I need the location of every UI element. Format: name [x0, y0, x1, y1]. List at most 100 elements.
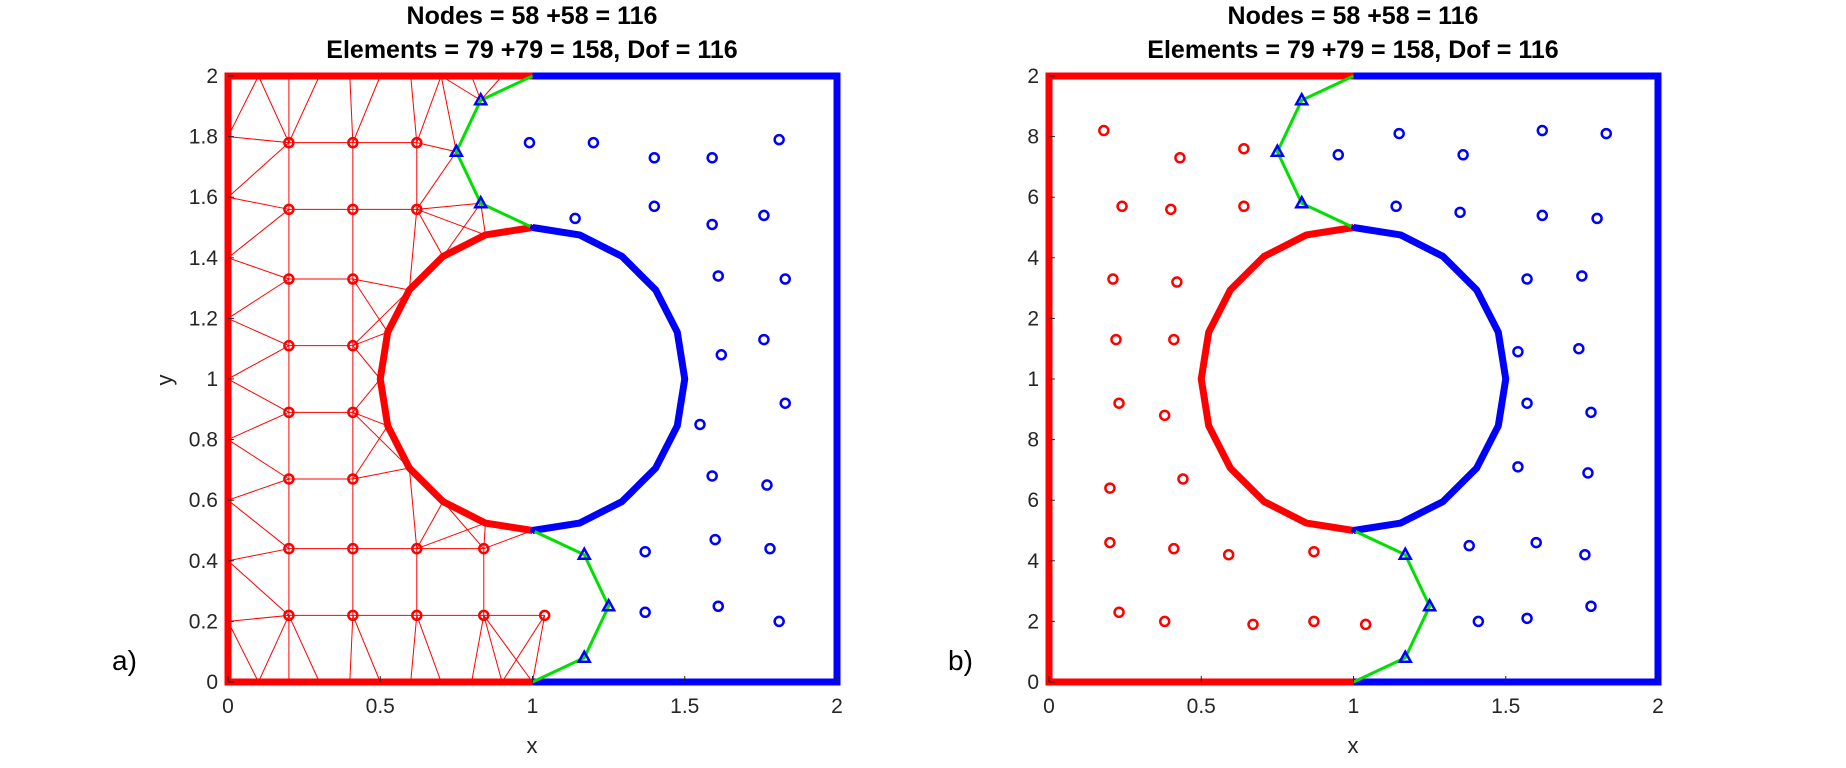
hole-node	[1261, 253, 1267, 259]
boundary-node	[1655, 497, 1661, 503]
hole-node	[653, 465, 659, 471]
red-node	[1165, 203, 1177, 216]
mesh-edge	[227, 411, 290, 441]
boundary-node	[1655, 376, 1661, 382]
boundary-node	[1411, 679, 1417, 685]
red-node	[411, 609, 423, 622]
mesh-edge	[227, 560, 290, 616]
mesh-edge	[227, 208, 290, 259]
hole-node	[1227, 287, 1233, 293]
red-node	[1098, 124, 1110, 137]
mesh-edge	[416, 142, 457, 153]
mesh-edge	[480, 75, 503, 101]
blue-node	[773, 615, 785, 628]
blue-node	[1512, 461, 1524, 473]
mesh-edge	[352, 425, 389, 480]
boundary-node	[834, 437, 840, 443]
hole-node	[1495, 423, 1501, 429]
interface-node	[473, 91, 489, 106]
chart-title-line1: Nodes = 58 +58 = 116	[1228, 2, 1479, 30]
hole-node	[1351, 225, 1356, 230]
boundary-node	[1655, 437, 1661, 443]
mesh-edge	[257, 75, 290, 143]
hole-node	[1398, 232, 1404, 238]
blue-node	[648, 200, 661, 213]
hole-arc-left	[1197, 224, 1355, 534]
red-node	[1247, 618, 1259, 631]
y-tick-label: 0.4	[189, 550, 219, 573]
hole-node	[674, 423, 680, 429]
y-tick-label: 1.4	[189, 247, 219, 270]
x-ticks: 0 0.5 1 1.5 2	[1043, 695, 1664, 718]
boundary-node	[773, 679, 779, 685]
mesh-edge	[227, 136, 289, 144]
blue-node	[715, 349, 728, 361]
hole-node	[377, 376, 383, 382]
mesh-edge	[227, 345, 290, 380]
mesh-edge	[227, 142, 290, 198]
hole-node	[1303, 232, 1309, 238]
mesh-edge	[352, 278, 410, 291]
mesh-edge	[501, 615, 546, 683]
mesh-edge	[227, 439, 290, 480]
hole-node	[385, 329, 391, 335]
mesh-edge	[480, 203, 486, 235]
boundary-node	[834, 558, 840, 564]
boundary-node	[1594, 679, 1600, 685]
red-node	[411, 203, 423, 216]
y-tick-label: 4	[1027, 247, 1039, 270]
blue-node	[569, 212, 581, 225]
mesh-edge	[440, 75, 457, 152]
boundary-node	[590, 679, 596, 685]
plot-area	[224, 72, 841, 686]
mesh-edge	[442, 202, 482, 257]
chart-title-line1: Nodes = 58 +58 = 116	[407, 2, 658, 30]
y-ticks: 0 2 4 6 8 1 2 4 6 8 2	[1027, 65, 1039, 694]
interface-node	[576, 649, 592, 664]
y-tick-label: 8	[1027, 429, 1039, 452]
mesh-edge	[416, 522, 486, 550]
blue-node	[1393, 127, 1405, 140]
red-node	[411, 542, 423, 555]
red-node	[347, 203, 359, 216]
mesh-edge	[416, 208, 486, 236]
hole-node	[1503, 376, 1509, 382]
y-tick-label: 0	[1027, 671, 1039, 694]
blue-node	[779, 397, 791, 409]
red-node	[347, 136, 359, 149]
red-node	[1174, 152, 1186, 164]
hole-node	[1351, 528, 1356, 533]
blue-node	[761, 479, 773, 491]
boundary-node	[1594, 73, 1600, 79]
x-tick-label: 0.5	[1187, 695, 1216, 718]
hole-node	[682, 376, 688, 382]
mesh-edge	[227, 614, 289, 622]
blue-node	[1472, 615, 1485, 628]
mesh-edge	[352, 411, 410, 469]
blue-node	[694, 418, 706, 431]
blue-node	[648, 152, 661, 164]
boundary-node	[1411, 73, 1417, 79]
boundary-node	[1655, 73, 1661, 79]
mesh-edge	[416, 501, 444, 549]
interface-node	[1294, 194, 1310, 209]
chart-title-line2: Elements = 79 +79 = 158, Dof = 116	[326, 36, 737, 64]
blue-node	[1579, 548, 1591, 561]
y-tick-label: 0.8	[189, 429, 218, 452]
mesh-edge	[227, 257, 290, 280]
red-node	[1308, 615, 1320, 628]
boundary-node	[651, 73, 657, 79]
blue-node	[1454, 206, 1466, 219]
boundary-node	[1655, 134, 1661, 140]
hole-node	[619, 253, 625, 259]
blue-node	[712, 270, 724, 282]
hole-node	[577, 520, 583, 526]
blue-node	[706, 152, 718, 164]
panel-b: Nodes = 58 +58 = 116 Elements = 79 +79 =…	[948, 2, 1664, 758]
blue-node	[1600, 127, 1612, 140]
mesh-edge	[227, 75, 259, 137]
boundary-node	[834, 315, 840, 321]
y-tick-label: 8	[1027, 126, 1039, 149]
blue-node	[587, 136, 600, 149]
interface-line-top	[454, 74, 534, 229]
